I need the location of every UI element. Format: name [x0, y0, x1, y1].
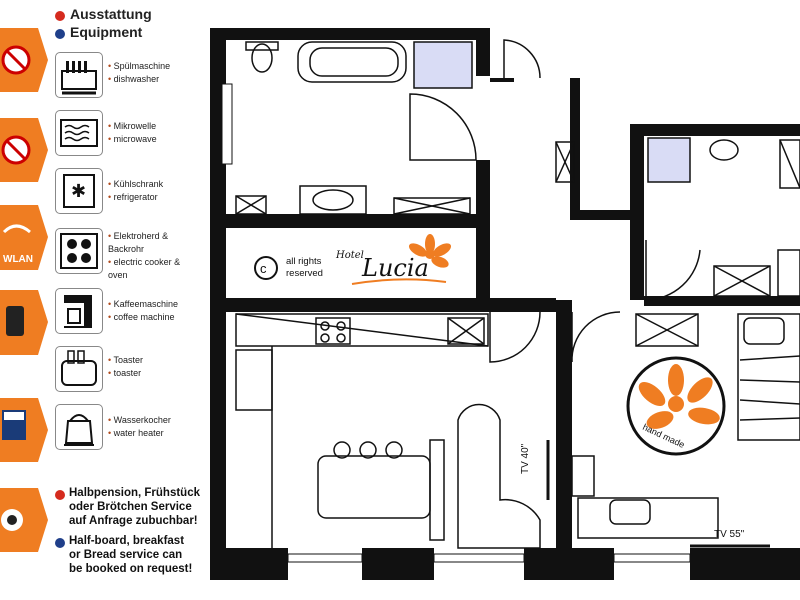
- legend-item-toaster: Toaster toaster: [108, 354, 144, 380]
- note-de-line: Halbpension, Frühstück: [69, 487, 200, 499]
- legend-item-en: toaster: [108, 367, 143, 380]
- rights-line: all rights: [286, 256, 322, 267]
- kettle-icon: [55, 404, 103, 450]
- legend-item-en: coffee machine: [108, 311, 178, 324]
- safe-badge: [0, 488, 48, 552]
- tv-badge: [0, 398, 48, 462]
- note-de: Halbpension, Frühstück oder Brötchen Ser…: [69, 486, 200, 528]
- austria-flag-icon: [55, 11, 65, 21]
- legend-item-kettle: Wasserkocher water heater: [108, 414, 171, 440]
- coffee-machine-icon: [55, 288, 103, 334]
- svg-text:c: c: [260, 261, 267, 276]
- legend-header-de: Ausstattung: [70, 6, 152, 22]
- legend-item-de: Kaffeemaschine: [108, 298, 178, 311]
- bathroom-fixtures: [235, 41, 800, 297]
- note-en: Half-board, breakfast or Bread service c…: [69, 534, 192, 576]
- note-en-line: or Bread service can: [69, 549, 183, 561]
- note-en-line: be booked on request!: [69, 563, 193, 575]
- wlan-label: WLAN: [3, 254, 33, 265]
- cooker-icon: [55, 228, 103, 274]
- legend-item-cooker: Elektroherd & Backrohr electric cooker &…: [108, 230, 190, 282]
- hotel-logo-name: Lucia: [362, 254, 429, 282]
- legend-item-coffee-machine: Kaffeemaschine coffee machine: [108, 298, 178, 324]
- legend-item-de: Wasserkocher: [108, 414, 171, 427]
- phone-badge: [0, 290, 48, 355]
- copyright-icon: c: [254, 256, 278, 280]
- windows: [221, 83, 691, 563]
- note-en-line: Half-board, breakfast: [69, 535, 185, 547]
- legend-item-en: microwave: [108, 133, 157, 146]
- note-de-line: oder Brötchen Service: [69, 501, 192, 513]
- legend-item-en: electric cooker & oven: [108, 256, 190, 282]
- no-pets-badge: [0, 118, 48, 182]
- side-badges: WLAN: [0, 28, 48, 552]
- kitchen-fixtures: [235, 313, 550, 549]
- legend-header-en: Equipment: [70, 24, 143, 40]
- bedroom-fixtures: [571, 313, 800, 548]
- legend-item-en: water heater: [108, 427, 171, 440]
- dishwasher-icon: [55, 52, 103, 98]
- svg-text:✱: ✱: [71, 181, 86, 201]
- note-de-line: auf Anfrage zubuchbar!: [69, 515, 198, 527]
- hotel-logo-swash: [351, 278, 447, 285]
- legend-item-de: Mikrowelle: [108, 120, 157, 133]
- toaster-icon: [55, 346, 103, 392]
- legend-item-en: refrigerator: [108, 191, 163, 204]
- refrigerator-icon: ✱: [55, 168, 103, 214]
- hotel-logo-prefix: Hotel: [336, 250, 364, 261]
- legend-item-de: Toaster: [108, 354, 144, 367]
- microwave-icon: [55, 110, 103, 156]
- uk-flag-icon: [55, 538, 65, 548]
- legend-item-dishwasher: Spülmaschine dishwasher: [108, 60, 171, 86]
- austria-flag-icon: [55, 490, 65, 500]
- rights-text: all rights reserved: [286, 256, 323, 280]
- rights-line: reserved: [286, 268, 323, 279]
- doors: [409, 39, 701, 363]
- uk-flag-icon: [55, 29, 65, 39]
- no-smoking-badge: [0, 28, 48, 92]
- handmade-logo: hand made: [626, 356, 726, 456]
- legend-item-microwave: Mikrowelle microwave: [108, 120, 157, 146]
- legend-item-de: Elektroherd & Backrohr: [108, 230, 190, 256]
- wlan-badge: WLAN: [0, 205, 48, 270]
- legend-item-en: dishwasher: [108, 73, 170, 86]
- tv-label-bedroom: TV 55": [714, 529, 745, 540]
- legend-item-de: Kühlschrank: [108, 178, 164, 191]
- tv-label-kitchen: TV 40": [520, 443, 531, 474]
- legend-item-refrigerator: Kühlschrank refrigerator: [108, 178, 164, 204]
- legend-item-de: Spülmaschine: [108, 60, 171, 73]
- walls: [210, 28, 800, 580]
- hotel-logo-flower: [408, 234, 452, 268]
